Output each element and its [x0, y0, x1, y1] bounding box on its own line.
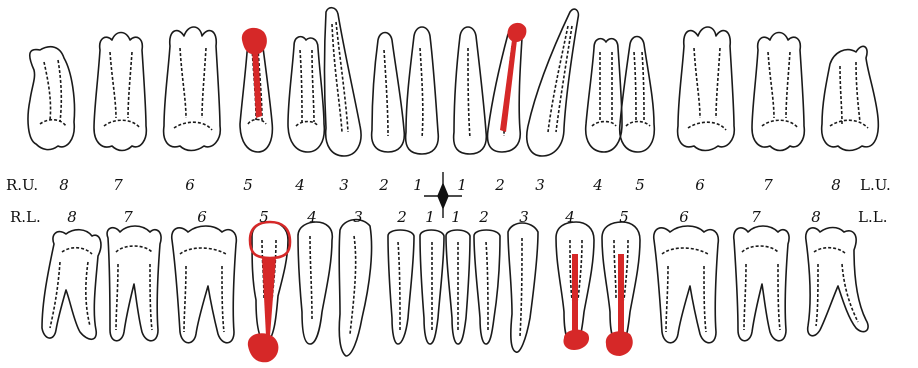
lower-right-8-number: 8	[67, 208, 77, 226]
tooth-upper-right-2	[372, 33, 405, 153]
tooth-upper-left-2	[488, 29, 522, 152]
tooth-lower-right-3	[339, 220, 371, 356]
tooth-lower-right-1	[420, 230, 444, 344]
lower-right-3-number: 3	[353, 208, 363, 226]
tooth-upper-left-6	[678, 27, 735, 151]
tooth-lower-left-8	[806, 228, 868, 336]
lower-left-6-number: 6	[679, 208, 689, 226]
quadrant-label-upper-right: R.U.	[6, 176, 38, 194]
quadrant-label-lower-right: R.L.	[10, 208, 41, 226]
lower-right-4-number: 4	[306, 208, 317, 226]
upper-left-4-number: 4	[592, 176, 603, 194]
tooth-upper-right-4	[288, 37, 324, 152]
upper-right-8-number: 8	[59, 176, 69, 194]
upper-right-7-number: 7	[113, 176, 123, 194]
tooth-lower-right-2	[388, 230, 414, 344]
upper-left-6-number: 6	[695, 176, 705, 194]
tooth-upper-left-7	[752, 33, 804, 151]
lower-left-1-number: 1	[451, 208, 461, 226]
upper-right-6-number: 6	[185, 176, 195, 194]
upper-right-1-number: 1	[413, 176, 423, 194]
lower-left-3-number: 3	[519, 208, 529, 226]
tooth-lower-right-6	[172, 226, 237, 343]
mark-lower-right-5-crown	[250, 222, 290, 258]
tooth-upper-right-8	[28, 47, 75, 150]
upper-right-3-number: 3	[339, 176, 349, 194]
mark-lower-left-5-apex	[606, 331, 633, 356]
quadrant-label-upper-left: L.U.	[860, 176, 891, 194]
tooth-upper-right-7	[94, 33, 146, 151]
upper-tooth-numbers: 8 7 6 5 4 3 2 1 1 2 3 4 5 6 7 8	[59, 176, 841, 194]
upper-left-8-number: 8	[831, 176, 841, 194]
tooth-lower-left-1	[446, 230, 470, 344]
tooth-upper-left-5	[620, 37, 655, 153]
upper-left-5-number: 5	[635, 176, 645, 194]
upper-right-4-number: 4	[294, 176, 305, 194]
upper-left-7-number: 7	[763, 176, 773, 194]
tooth-lower-right-4	[298, 222, 332, 344]
mark-lower-right-5-apex	[248, 333, 279, 362]
upper-right-5-number: 5	[243, 176, 253, 194]
tooth-upper-left-8	[822, 46, 879, 150]
tooth-upper-left-1	[454, 27, 487, 154]
tooth-upper-right-6	[164, 27, 221, 151]
tooth-lower-right-8	[42, 230, 101, 340]
tooth-lower-right-7	[107, 226, 161, 341]
lower-left-4-number: 4	[564, 208, 575, 226]
tooth-lower-left-2	[474, 230, 500, 344]
lower-right-7-number: 7	[123, 208, 133, 226]
upper-right-2-number: 2	[378, 176, 389, 194]
lower-arch	[42, 220, 868, 356]
upper-left-2-number: 2	[494, 176, 505, 194]
tooth-lower-left-3	[508, 223, 538, 352]
lower-left-2-number: 2	[478, 208, 489, 226]
quadrant-label-lower-left: L.L.	[858, 208, 887, 226]
lower-left-7-number: 7	[751, 208, 761, 226]
upper-arch	[28, 8, 878, 156]
lower-right-6-number: 6	[197, 208, 207, 226]
lower-left-8-number: 8	[811, 208, 821, 226]
tooth-lower-left-6	[654, 226, 719, 343]
mark-lower-left-4-apex	[563, 330, 589, 350]
upper-left-3-number: 3	[535, 176, 545, 194]
tooth-upper-right-1	[406, 27, 439, 154]
lower-right-5-number: 5	[259, 208, 269, 226]
tooth-upper-left-4	[586, 39, 622, 152]
lower-left-5-number: 5	[619, 208, 629, 226]
mark-upper-left-2-apex	[507, 23, 526, 42]
lower-right-2-number: 2	[396, 208, 407, 226]
mark-lower-left-4-canal	[572, 254, 578, 334]
mark-lower-right-5-canal	[262, 258, 276, 336]
tooth-upper-left-3	[527, 9, 579, 156]
upper-left-1-number: 1	[457, 176, 467, 194]
tooth-lower-left-7	[734, 226, 789, 341]
lower-right-1-number: 1	[425, 208, 435, 226]
mark-lower-left-5-canal	[618, 254, 624, 336]
tooth-upper-right-3	[325, 8, 362, 156]
